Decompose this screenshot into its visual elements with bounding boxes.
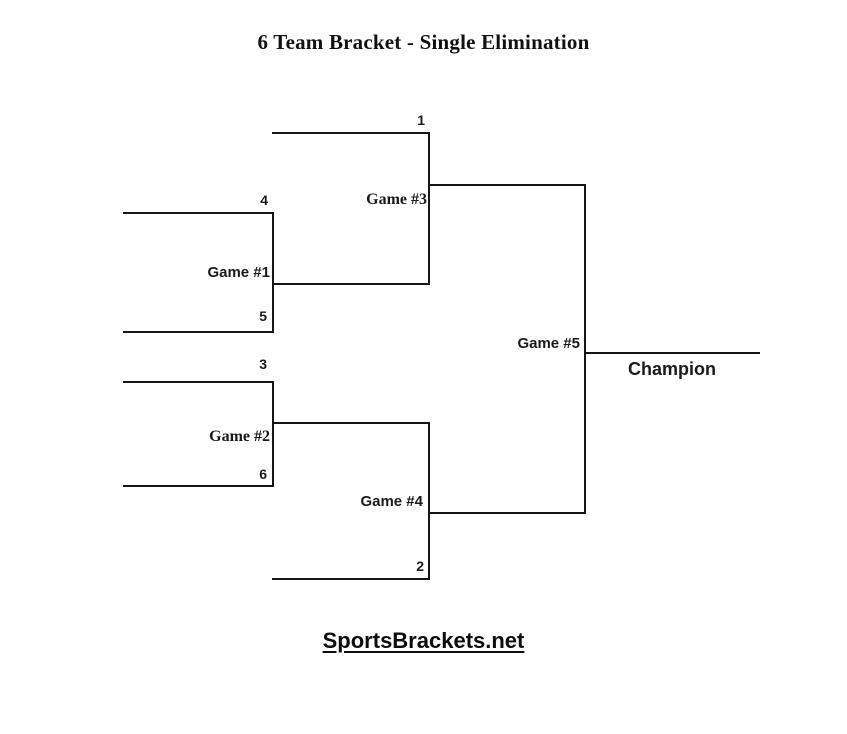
game-2-connector-line [272, 381, 274, 487]
seed-6-team-line [123, 485, 274, 487]
champion-line [584, 352, 760, 354]
seed-6-label: 6 [259, 466, 267, 482]
seed-2-team-line [272, 578, 430, 580]
seed-4-team-line [123, 212, 274, 214]
footer-site-link[interactable]: SportsBrackets.net [322, 628, 525, 653]
game-1-label: Game #1 [207, 264, 270, 281]
seed-1-label: 1 [417, 112, 425, 128]
game-2-winner-line [272, 422, 430, 424]
seed-1-team-line [272, 132, 430, 134]
game-4-winner-line [428, 512, 586, 514]
game-3-label: Game #3 [366, 191, 427, 208]
game-3-winner-line [428, 184, 586, 186]
game-4-connector-line [428, 422, 430, 580]
seed-2-label: 2 [416, 558, 424, 574]
game-5-label: Game #5 [517, 335, 580, 352]
game-5-connector-line [584, 184, 586, 514]
game-3-connector-line [428, 132, 430, 285]
game-2-label: Game #2 [209, 428, 270, 445]
game-4-label: Game #4 [360, 493, 423, 510]
footer: SportsBrackets.net [0, 629, 847, 653]
seed-4-label: 4 [260, 192, 268, 208]
game-1-connector-line [272, 212, 274, 333]
champion-label: Champion [628, 359, 716, 379]
seed-3-label: 3 [259, 356, 267, 372]
seed-3-team-line [123, 381, 274, 383]
page-title: 6 Team Bracket - Single Elimination [257, 30, 590, 54]
seed-5-label: 5 [259, 308, 267, 324]
seed-5-team-line [123, 331, 274, 333]
game-1-winner-line [272, 283, 430, 285]
